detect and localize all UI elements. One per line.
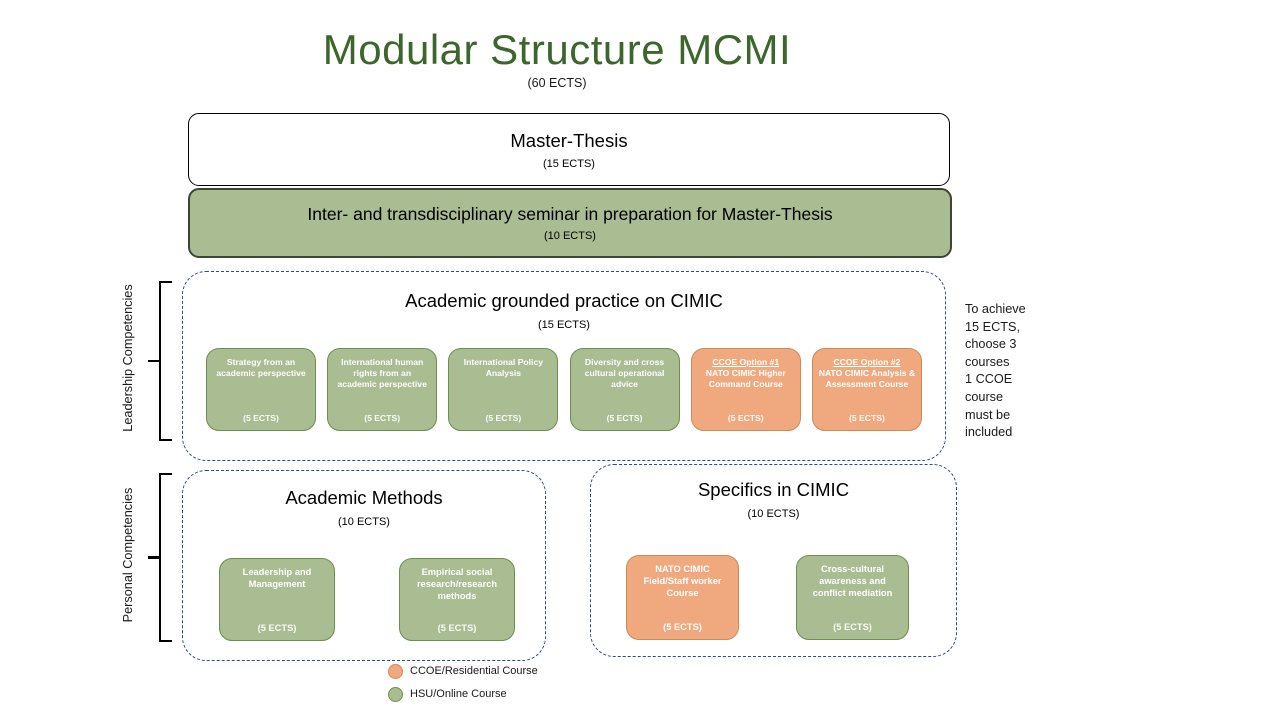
course-ects: (5 ECTS) — [849, 413, 885, 423]
course-box-leadership-management: Leadership and Management (5 ECTS) — [219, 558, 335, 641]
practice-course-row: Strategy from an academic perspective (5… — [206, 348, 922, 431]
course-ects: (5 ECTS) — [437, 623, 477, 633]
legend-label-hsu: HSU/Online Course — [410, 688, 507, 700]
personal-competencies-label: Personal Competencies — [121, 487, 135, 623]
course-title: Cross-cultural awareness and conflict me… — [812, 564, 893, 598]
course-title: Diversity and cross cultural operational… — [584, 357, 665, 389]
ects-choice-note: To achieve 15 ECTS, choose 3 courses 1 C… — [965, 302, 1026, 440]
methods-module-ects: (10 ECTS) — [338, 516, 390, 528]
course-box-diversity: Diversity and cross cultural operational… — [569, 348, 680, 431]
course-ects: (5 ECTS) — [257, 623, 297, 633]
course-title-text: NATO CIMIC Analysis & Assessment Course — [818, 368, 916, 389]
seminar-box: Inter- and transdisciplinary seminar in … — [188, 188, 952, 258]
seminar-ects: (10 ECTS) — [544, 230, 596, 242]
leadership-bracket — [148, 281, 172, 441]
legend: CCOE/Residential Course HSU/Online Cours… — [388, 663, 538, 709]
course-box-ccoe-option-2: CCOE Option #2 NATO CIMIC Analysis & Ass… — [811, 348, 922, 431]
course-title: Empirical social research/research metho… — [416, 567, 498, 601]
practice-module-title: Academic grounded practice on CIMIC — [405, 290, 723, 311]
course-title: CCOE Option #2 NATO CIMIC Analysis & Ass… — [818, 357, 916, 390]
course-title: NATO CIMIC Field/Staff worker Course — [643, 564, 722, 598]
course-title: International Policy Analysis — [463, 357, 544, 378]
ccoe-option-label: CCOE Option #2 — [833, 357, 901, 367]
legend-row-hsu: HSU/Online Course — [388, 686, 538, 702]
specifics-module-ects: (10 ECTS) — [747, 508, 800, 520]
course-ects: (5 ECTS) — [663, 622, 702, 632]
legend-label-ccoe: CCOE/Residential Course — [410, 665, 538, 677]
methods-module-container: Academic Methods (10 ECTS) Leadership an… — [182, 470, 546, 661]
course-title: International human rights from an acade… — [337, 357, 427, 389]
master-thesis-box: Master-Thesis (15 ECTS) — [188, 113, 950, 186]
ccoe-option-label: CCOE Option #1 — [712, 357, 780, 367]
total-ects-label: (60 ECTS) — [527, 76, 587, 90]
seminar-title: Inter- and transdisciplinary seminar in … — [307, 204, 833, 224]
course-title: Leadership and Management — [242, 567, 312, 589]
course-box-policy-analysis: International Policy Analysis (5 ECTS) — [448, 348, 559, 431]
leadership-competencies-label: Leadership Competencies — [121, 284, 135, 432]
course-ects: (5 ECTS) — [364, 413, 401, 423]
master-thesis-title: Master-Thesis — [510, 129, 628, 151]
practice-module-container: Academic grounded practice on CIMIC (15 … — [182, 271, 946, 461]
course-box-strategy: Strategy from an academic perspective (5… — [206, 348, 316, 431]
course-ects: (5 ECTS) — [727, 413, 764, 423]
course-box-ccoe-option-1: CCOE Option #1 NATO CIMIC Higher Command… — [690, 348, 801, 431]
hsu-course-dot-icon — [388, 686, 403, 702]
personal-bracket — [148, 473, 172, 642]
course-box-fieldworker: NATO CIMIC Field/Staff worker Course (5 … — [626, 555, 739, 640]
course-title-text: NATO CIMIC Higher Command Course — [705, 368, 786, 389]
course-ects: (5 ECTS) — [606, 413, 643, 423]
course-ects: (5 ECTS) — [485, 413, 522, 423]
methods-module-title: Academic Methods — [285, 487, 443, 508]
bracket-tick — [148, 359, 159, 363]
legend-row-ccoe: CCOE/Residential Course — [388, 663, 538, 679]
specifics-module-title: Specifics in CIMIC — [697, 479, 850, 500]
ccoe-course-dot-icon — [388, 663, 403, 679]
course-box-human-rights: International human rights from an acade… — [327, 348, 438, 431]
specifics-module-container: Specifics in CIMIC (10 ECTS) NATO CIMIC … — [590, 464, 957, 657]
course-ects: (5 ECTS) — [833, 622, 872, 632]
practice-module-ects: (15 ECTS) — [538, 319, 590, 331]
master-thesis-ects: (15 ECTS) — [543, 157, 595, 170]
course-ects: (5 ECTS) — [243, 413, 279, 423]
specifics-course-row: NATO CIMIC Field/Staff worker Course (5 … — [626, 555, 909, 640]
course-title: Strategy from an academic perspective — [216, 357, 306, 378]
course-box-cross-cultural: Cross-cultural awareness and conflict me… — [796, 555, 909, 640]
course-box-empirical-research: Empirical social research/research metho… — [399, 558, 515, 641]
bracket-tick — [148, 556, 159, 559]
methods-course-row: Leadership and Management (5 ECTS) Empir… — [219, 558, 515, 641]
page-title: Modular Structure MCMI — [322, 26, 792, 73]
course-title: CCOE Option #1 NATO CIMIC Higher Command… — [697, 357, 795, 390]
